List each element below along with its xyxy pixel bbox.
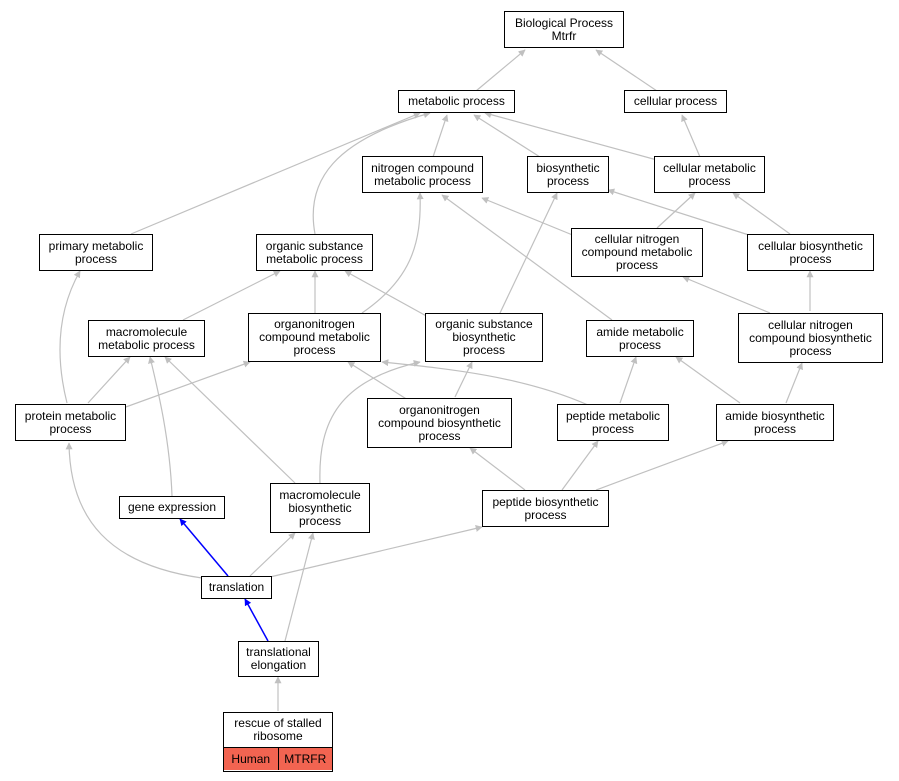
edge-orgnitrobiosyn-orgbiosyn [454, 361, 473, 398]
edge-cellular-root [595, 49, 658, 92]
edge-cellbiosyn-cellmetabolic [732, 192, 791, 235]
node-metabolic-process[interactable]: metabolic process [398, 90, 515, 113]
edge-orgnitrobiosyn-organonitro [347, 361, 409, 401]
leaf-annotation-row: Human MTRFR [224, 748, 332, 770]
node-translation[interactable]: translation [201, 576, 272, 599]
leaf-species-cell[interactable]: Human [224, 748, 278, 770]
edge-elongation-translation [244, 598, 269, 642]
node-biological-process-root[interactable]: Biological Process Mtrfr [504, 11, 624, 48]
node-biosynthetic-process[interactable]: biosynthetic process [527, 156, 609, 193]
edge-orgbiosyn-organic [344, 270, 431, 319]
highlight-edges [179, 518, 269, 642]
leaf-gene-cell[interactable]: MTRFR [277, 748, 332, 770]
edge-macrobiosyn-orgbiosyn [319, 359, 421, 484]
edge-peptidemet-amidemet [619, 356, 638, 404]
edge-gene-macro [148, 356, 173, 497]
node-primary-metabolic[interactable]: primary metabolic process [39, 234, 153, 271]
node-nitrogen-compound-metabolic[interactable]: nitrogen compound metabolic process [362, 156, 483, 193]
edge-amidebiosyn-cellnitrobiosyn [785, 362, 803, 404]
node-macromolecule-biosynthetic[interactable]: macromolecule biosynthetic process [270, 483, 370, 533]
edge-amidemet-nitrogen [441, 194, 613, 321]
edges [59, 49, 814, 711]
node-rescue-of-stalled-ribosome[interactable]: rescue of stalled ribosome Human MTRFR [223, 712, 333, 772]
edge-peptidemet-organonitro [381, 359, 589, 406]
node-translational-elongation[interactable]: translational elongation [238, 641, 319, 677]
edge-macro-organic [182, 270, 281, 321]
node-organonitrogen-compound-metabolic[interactable]: organonitrogen compound metabolic proces… [248, 313, 381, 362]
node-amide-biosynthetic[interactable]: amide biosynthetic process [716, 404, 834, 441]
node-protein-metabolic[interactable]: protein metabolic process [15, 404, 126, 441]
node-gene-expression[interactable]: gene expression [119, 496, 225, 519]
edge-translation-peptidebiosyn [269, 525, 483, 578]
node-amide-metabolic[interactable]: amide metabolic process [586, 320, 694, 357]
edge-translation-macrobiosyn [249, 532, 296, 577]
edge-cellnitro-cellmetabolic [656, 192, 696, 229]
edge-metabolic-root [475, 49, 526, 92]
edge-cellnitro-nitrogen [481, 197, 576, 237]
node-organic-substance-biosynthetic[interactable]: organic substance biosynthetic process [425, 313, 543, 362]
edge-nitrogen-metabolic [432, 114, 449, 158]
node-peptide-metabolic[interactable]: peptide metabolic process [557, 404, 669, 441]
node-peptide-biosynthetic[interactable]: peptide biosynthetic process [482, 490, 609, 527]
edge-peptidebiosyn-amidebiosyn [595, 439, 729, 491]
edge-protein-macro [87, 356, 131, 404]
edge-amidebiosyn-amidemet [675, 356, 741, 404]
edge-peptidebiosyn-peptidemet [561, 440, 599, 491]
node-cellular-process[interactable]: cellular process [624, 90, 727, 113]
node-organic-substance-metabolic[interactable]: organic substance metabolic process [256, 234, 373, 271]
edge-protein-primary [59, 270, 81, 404]
edge-primary-metabolic [130, 112, 421, 235]
node-cellular-nitrogen-compound-biosynthetic[interactable]: cellular nitrogen compound biosynthetic … [738, 313, 883, 363]
node-cellular-nitrogen-compound-metabolic[interactable]: cellular nitrogen compound metabolic pro… [571, 228, 703, 277]
edge-cellnitrobiosyn-cellnitro [682, 276, 771, 314]
leaf-label: rescue of stalled ribosome [224, 713, 332, 748]
edge-organonitro-nitrogen [361, 192, 424, 314]
node-cellular-metabolic[interactable]: cellular metabolic process [654, 156, 765, 193]
edge-biosynthetic-metabolic [473, 114, 541, 158]
edge-cellmetabolic-cellular [681, 114, 701, 158]
edge-protein-organonitro [122, 360, 251, 409]
node-cellular-biosynthetic[interactable]: cellular biosynthetic process [747, 234, 874, 271]
edge-elongation-macrobiosyn [284, 532, 315, 642]
edge-peptidebiosyn-orgnitrobiosyn [469, 447, 526, 491]
edge-translation-protein [65, 442, 203, 579]
edge-organic-metabolic [312, 111, 431, 235]
edge-macrobiosyn-macro [164, 356, 296, 484]
node-macromolecule-metabolic[interactable]: macromolecule metabolic process [88, 320, 205, 357]
edge-cellbiosyn-biosynthetic [607, 188, 753, 237]
node-organonitrogen-compound-biosynthetic[interactable]: organonitrogen compound biosynthetic pro… [367, 398, 512, 448]
edge-translation-gene [179, 518, 229, 577]
edge-cellmetabolic-metabolic [484, 111, 658, 161]
edge-orgbiosyn-biosynthetic [499, 192, 558, 314]
